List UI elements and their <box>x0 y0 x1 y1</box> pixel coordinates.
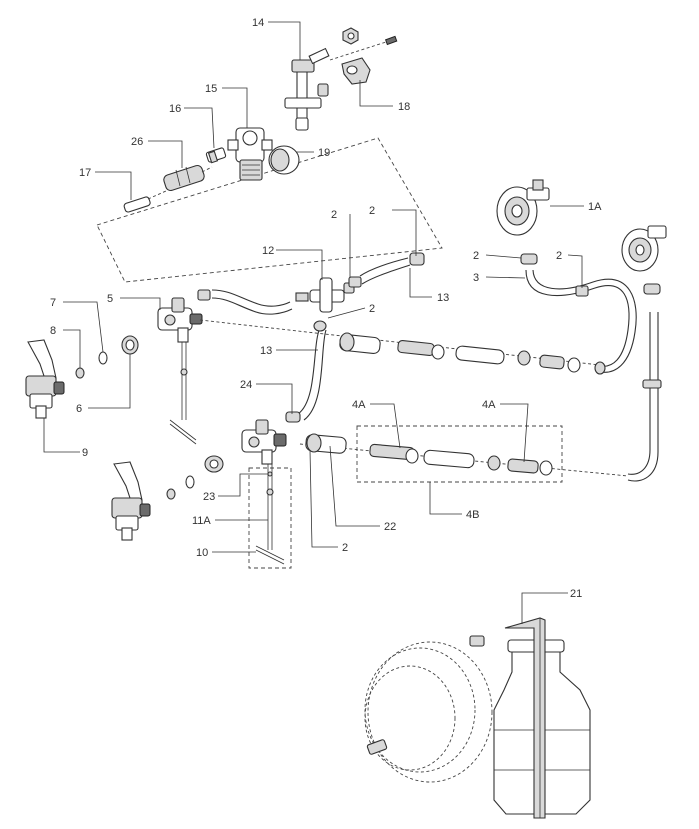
callout-2-lower: 2 <box>342 542 348 554</box>
inline-fitting-2 <box>539 354 565 370</box>
part-4a-clamp-3 <box>539 460 553 476</box>
inline-clamp-1 <box>339 332 355 352</box>
clamp-left-upper <box>197 289 211 301</box>
callout-2-upper-right: 2 <box>369 205 375 217</box>
part-1a-nozzle-upper <box>496 179 550 236</box>
part-18-clip <box>341 57 371 85</box>
part-24-clamp <box>285 411 301 423</box>
part-10-foot <box>255 545 285 565</box>
part-26-coupler <box>163 164 205 192</box>
leader-lines <box>43 21 584 624</box>
part-14-screw <box>384 35 398 46</box>
part-17-barb <box>123 196 151 213</box>
washer-lower <box>185 475 195 489</box>
callout-12: 12 <box>262 245 274 257</box>
4b-dashed-box <box>356 425 563 483</box>
callout-18: 18 <box>398 101 410 113</box>
callout-19: 19 <box>318 147 330 159</box>
callout-14: 14 <box>252 17 264 29</box>
callout-11a: 11A <box>192 515 211 527</box>
part-15-filter-body <box>227 127 273 181</box>
pickup-tube-upper <box>169 342 197 445</box>
part-21-coiled-hose <box>364 635 493 783</box>
part-21-dip-tube <box>504 617 546 819</box>
callout-22: 22 <box>384 521 396 533</box>
inline-clamp-2 <box>431 344 445 360</box>
callout-2-right-tube: 2 <box>556 250 562 262</box>
callout-21: 21 <box>570 588 582 600</box>
part-14-nut <box>342 27 359 45</box>
callout-1a: 1A <box>588 201 602 213</box>
inline-end-1 <box>594 361 606 375</box>
callout-9: 9 <box>82 447 88 459</box>
callout-13-upper: 13 <box>437 292 449 304</box>
inline-clamp-4 <box>567 357 581 373</box>
callout-4b: 4B <box>466 509 479 521</box>
bushing-lower <box>204 455 224 473</box>
clamp-small-1 <box>520 253 538 265</box>
part-8-oring <box>75 367 85 379</box>
part-19-ring <box>268 145 300 175</box>
part-4b-tube <box>423 449 475 469</box>
part-11a-pickup-tube <box>266 464 274 550</box>
tube-upper-right <box>359 257 409 277</box>
part-9-faucet-upper <box>25 339 65 419</box>
clamp-2c <box>313 320 327 332</box>
inline-clamp-3 <box>517 350 531 366</box>
part-22-clamp <box>306 433 322 453</box>
callout-labels: 14 15 16 26 17 18 19 1A 2 2 2 2 3 12 13 … <box>50 17 602 600</box>
part-12-tee <box>295 277 355 313</box>
clamp-small-2 <box>643 283 661 295</box>
inline-fitting-1 <box>397 339 435 357</box>
callout-10: 10 <box>196 547 208 559</box>
tube-right-lower <box>627 312 651 475</box>
callout-3: 3 <box>473 272 479 284</box>
callout-4a-right: 4A <box>482 399 496 411</box>
part-1a-nozzle-lower <box>621 225 667 272</box>
manifold-lower <box>241 419 287 465</box>
part-4a-clamp-2 <box>487 455 501 471</box>
tube-upper-left <box>211 289 291 307</box>
tube-right-upper <box>525 269 630 367</box>
oring-lower <box>166 488 176 500</box>
callout-17: 17 <box>79 167 91 179</box>
clamp-2a <box>348 276 362 288</box>
part-14-valve <box>284 47 330 131</box>
callout-2-middle: 2 <box>369 303 375 315</box>
callout-24: 24 <box>240 379 252 391</box>
callout-2-upper-tee: 2 <box>331 209 337 221</box>
callout-13-lower: 13 <box>260 345 272 357</box>
part-4a-fitting-2 <box>507 458 539 474</box>
part-7-washer <box>98 351 108 365</box>
callout-15: 15 <box>205 83 217 95</box>
clamp-2b <box>409 252 425 266</box>
inline-tube-1 <box>455 345 505 365</box>
10-dashed-box <box>248 467 292 569</box>
callout-5: 5 <box>107 293 113 305</box>
callout-2-nozzle: 2 <box>473 250 479 262</box>
faucet-lower <box>111 461 151 541</box>
callout-23: 23 <box>203 491 215 503</box>
callout-4a-left: 4A <box>352 399 366 411</box>
part-4a-clamp-1 <box>405 448 419 464</box>
clamp-small-4 <box>642 379 662 389</box>
part-6-bushing <box>121 335 139 355</box>
callout-8: 8 <box>50 325 56 337</box>
callout-26: 26 <box>131 136 143 148</box>
callout-16: 16 <box>169 103 181 115</box>
part-5-manifold <box>157 297 203 343</box>
callout-6: 6 <box>76 403 82 415</box>
part-16-fitting <box>205 147 227 164</box>
tube-tee-vertical <box>297 327 321 415</box>
callout-7: 7 <box>50 297 56 309</box>
